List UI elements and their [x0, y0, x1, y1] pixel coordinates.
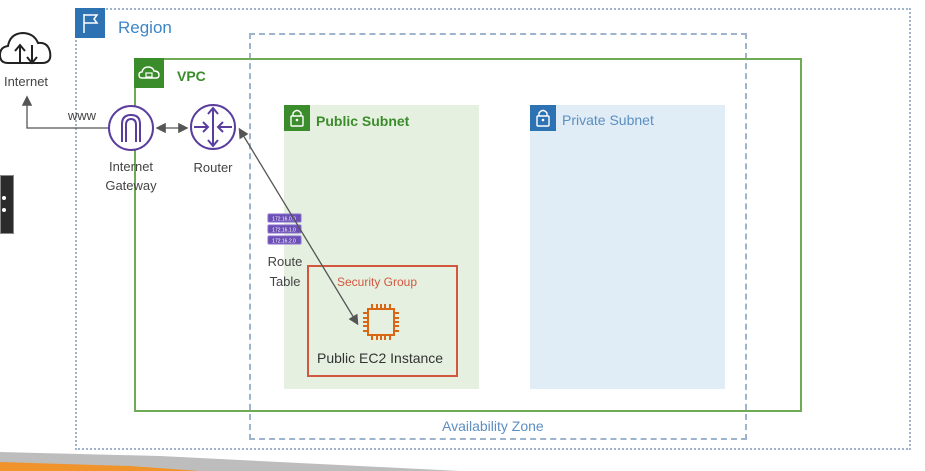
internet-gateway-icon — [108, 105, 154, 151]
route-table-icon: 172.16.0.0 172.16.1.0 172.16.2.0 — [267, 213, 302, 245]
internet-gateway-label: Internet Gateway — [96, 157, 166, 195]
www-connection-line — [21, 95, 108, 129]
flag-icon — [83, 14, 99, 33]
handle-dot — [2, 196, 6, 200]
route-table-label-line2: Table — [269, 274, 301, 289]
internet-gateway-label-line1: Internet — [108, 159, 154, 174]
lock-icon — [290, 109, 304, 127]
chip-icon — [363, 304, 399, 340]
cloud-lock-icon — [138, 66, 160, 79]
vpc-label: VPC — [177, 68, 206, 84]
region-boundary — [75, 8, 911, 450]
public-subnet-label: Public Subnet — [316, 113, 410, 129]
www-label: www — [67, 108, 97, 123]
internet-label: Internet — [3, 74, 49, 89]
cloud-up-down-icon — [0, 31, 52, 65]
region-badge — [75, 8, 105, 38]
router-ec2-link — [238, 127, 359, 326]
vpc-boundary — [134, 58, 802, 412]
lock-icon — [536, 109, 550, 127]
handle-dot — [2, 208, 6, 212]
route-entry: 172.16.1.0 — [272, 228, 296, 234]
router-label: Router — [193, 160, 233, 175]
route-entry: 172.16.2.0 — [272, 239, 296, 245]
route-table-label: Route Table — [258, 252, 312, 292]
region-label: Region — [118, 18, 172, 37]
public-subnet-badge — [284, 105, 310, 131]
internet-gateway-label-line2: Gateway — [105, 178, 157, 193]
availability-zone-label: Availability Zone — [442, 418, 544, 434]
private-subnet — [530, 105, 725, 389]
side-panel-handle[interactable] — [0, 175, 14, 234]
slide-footer-orange-band — [0, 462, 200, 471]
ec2-instance-label: Public EC2 Instance — [317, 350, 444, 366]
private-subnet-badge — [530, 105, 556, 131]
route-table-label-line1: Route — [267, 254, 303, 269]
private-subnet-label: Private Subnet — [562, 112, 654, 128]
vpc-badge — [134, 58, 164, 88]
router-icon — [190, 104, 236, 150]
